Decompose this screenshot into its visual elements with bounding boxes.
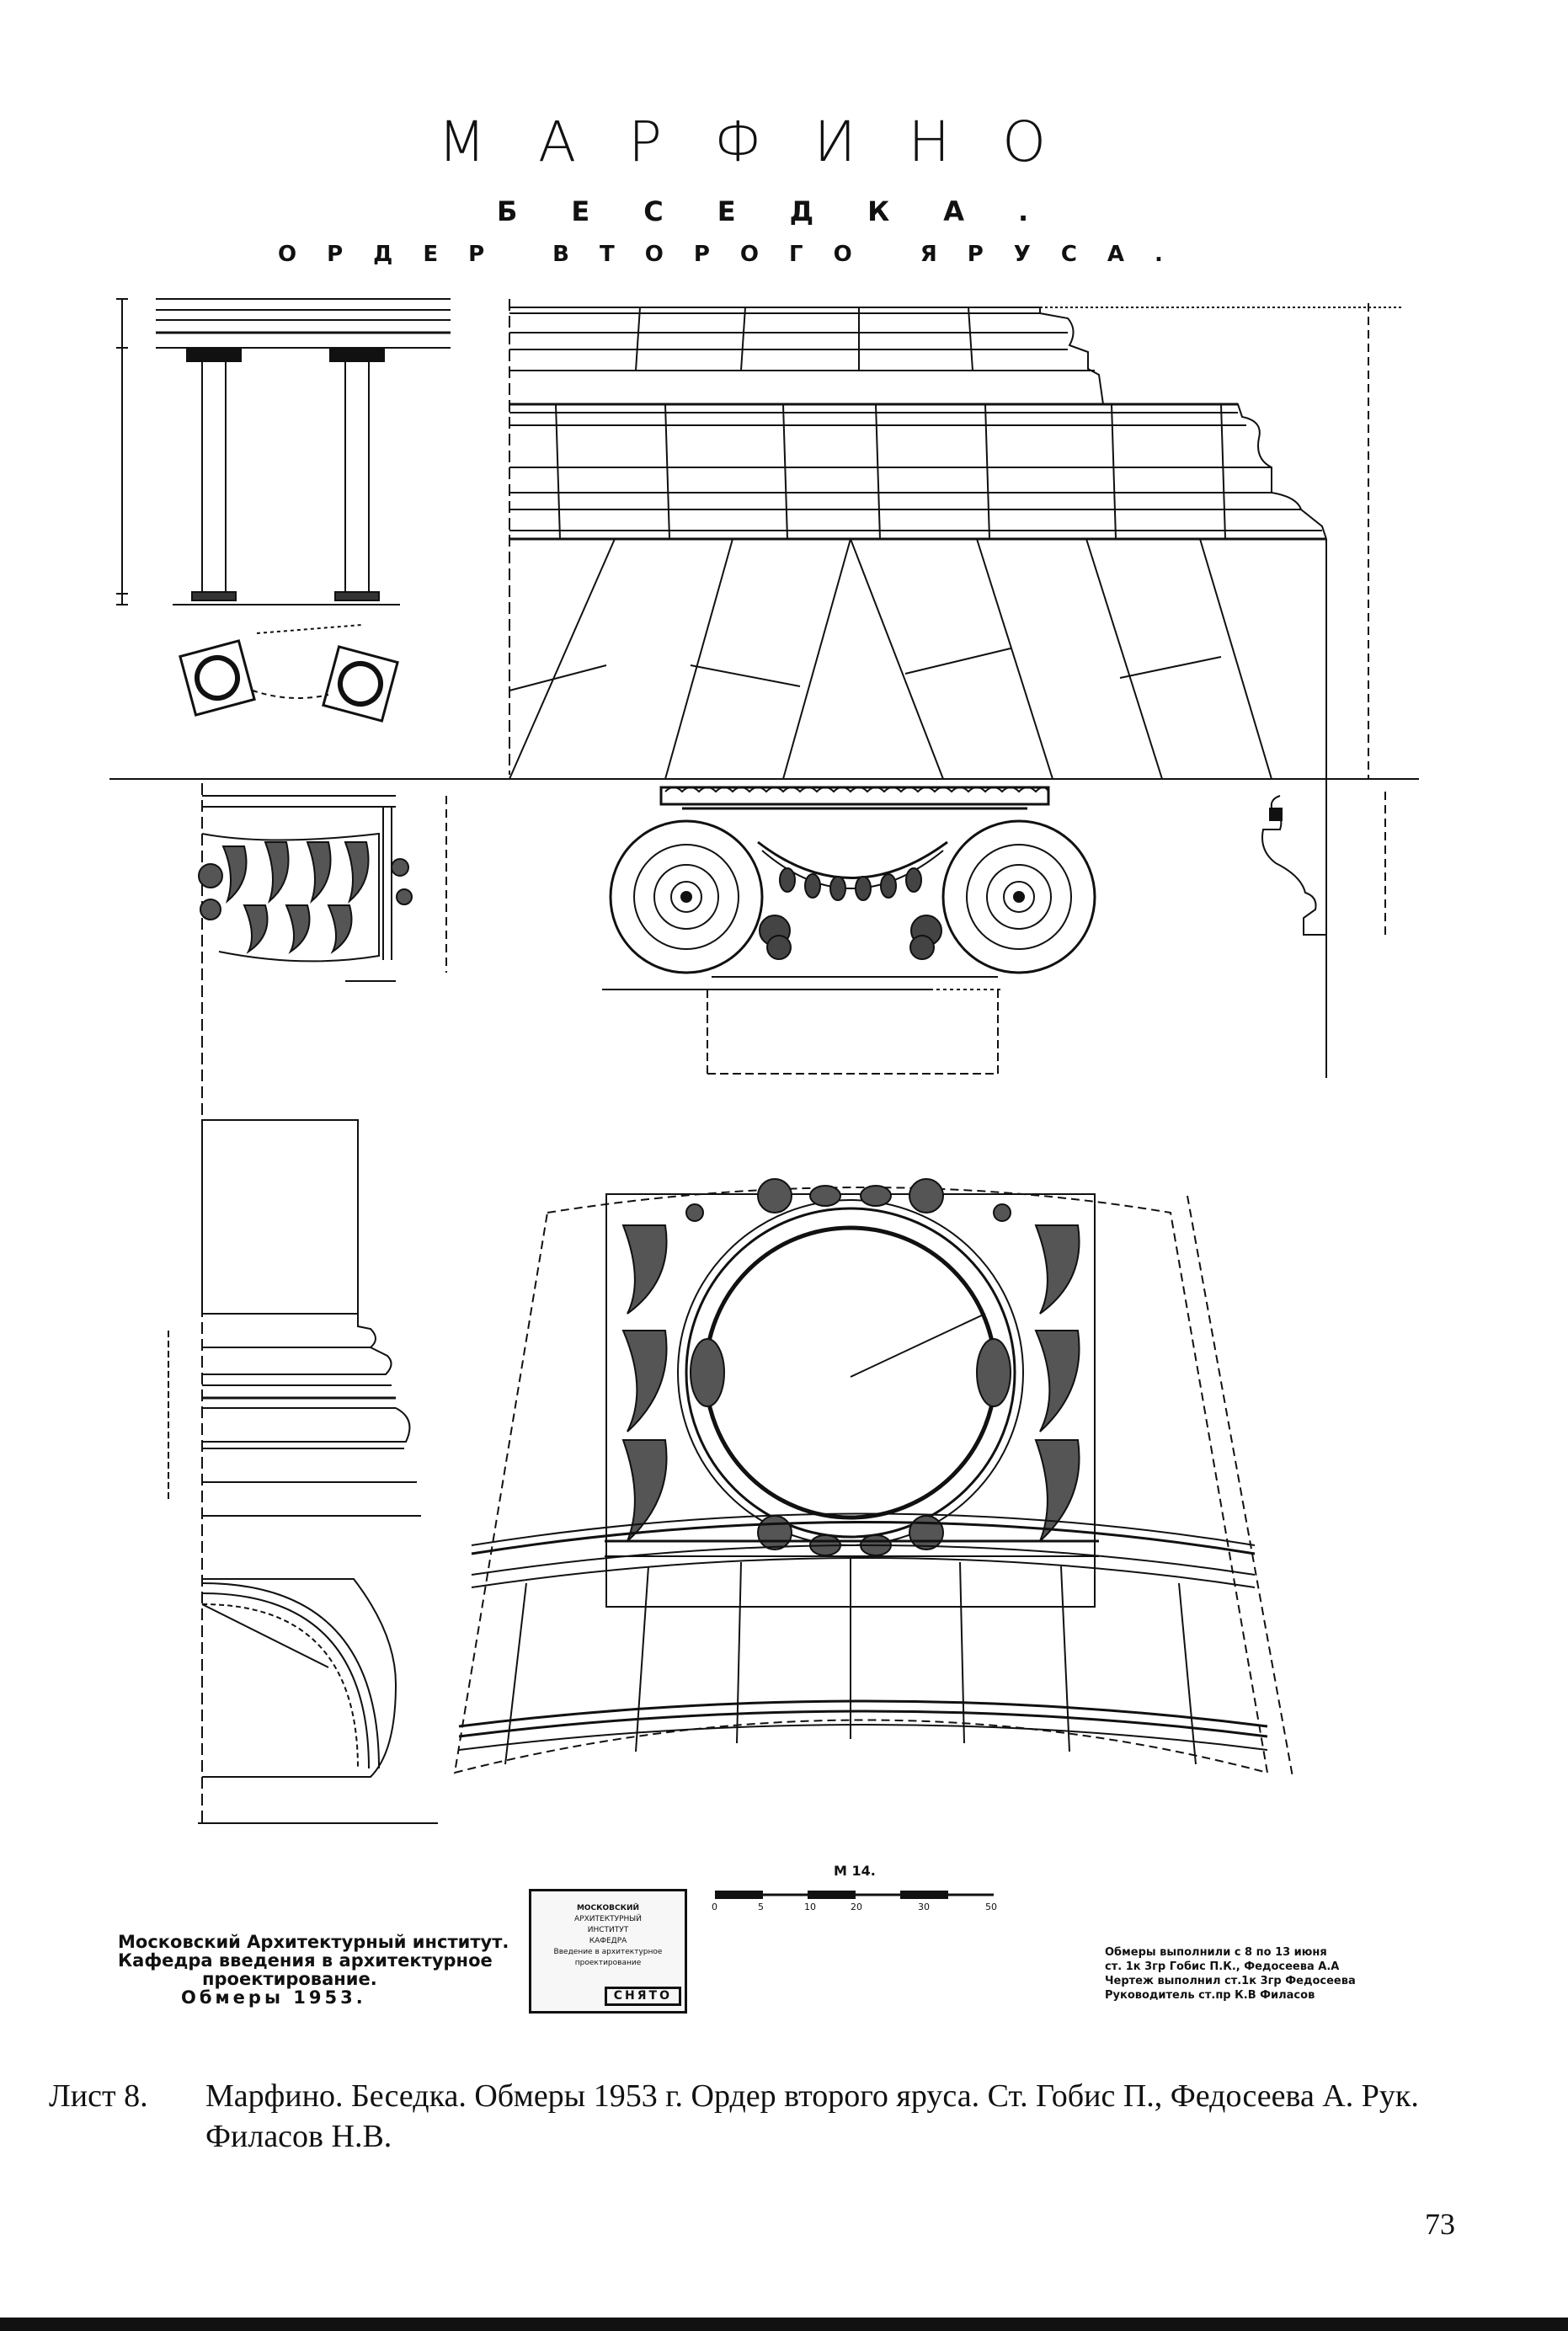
credits-line-3: Чертеж выполнил ст.1к 3гр Федосеева — [1105, 1975, 1356, 1987]
institute-block: Московский Архитектурный институт. Кафед… — [118, 1933, 509, 2007]
scale-tick-4: 30 — [918, 1902, 930, 1912]
institute-line-2: Кафедра введения в архитектурное — [118, 1950, 493, 1971]
sheet-subtitle: БЕСЕДКА. — [497, 195, 1083, 227]
stamp-line-5: Введение в архитектурное проектирование — [553, 1948, 663, 1967]
institute-line-3: проектирование. — [202, 1969, 377, 1989]
stamp-copy-mark: СНЯТО — [604, 1987, 681, 2006]
stamp-line-4: КАФЕДРА — [589, 1937, 627, 1945]
credits-line-4: Руководитель ст.пр К.В Филасов — [1105, 1989, 1315, 2002]
stamp-line-3: ИНСТИТУТ — [587, 1926, 629, 1934]
approval-stamp: МОСКОВСКИЙ АРХИТЕКТУРНЫЙ ИНСТИТУТ КАФЕДР… — [529, 1889, 687, 2014]
scale-tick-5: 50 — [985, 1902, 997, 1912]
stamp-line-1: МОСКОВСКИЙ — [576, 1904, 640, 1912]
scale-tick-0: 0 — [712, 1902, 717, 1912]
scale-tick-1: 5 — [758, 1902, 764, 1912]
institute-line-4: Обмеры 1953. — [181, 1987, 366, 2008]
scan-edge — [0, 2318, 1568, 2331]
credits-line-1: Обмеры выполнили с 8 по 13 июня — [1105, 1946, 1327, 1959]
sheet-title: МАРФИНО — [438, 109, 1099, 174]
credits-block: Обмеры выполнили с 8 по 13 июня ст. 1к 3… — [1105, 1945, 1356, 2003]
scale-label: М 14. — [834, 1863, 876, 1879]
sheet-subtitle-order: ОРДЕР ВТОРОГО ЯРУСА. — [278, 242, 1193, 267]
credits-line-2: ст. 1к 3гр Гобис П.К., Федосеева А.А — [1105, 1960, 1340, 1973]
scale-tick-2: 10 — [804, 1902, 816, 1912]
page-number: 73 — [1425, 2207, 1455, 2241]
institute-line-1: Московский Архитектурный институт. — [118, 1932, 509, 1952]
scale-tick-3: 20 — [851, 1902, 862, 1912]
stamp-line-2: АРХИТЕКТУРНЫЙ — [574, 1915, 642, 1923]
caption-label: Лист 8. — [49, 2078, 148, 2114]
caption-text: Марфино. Беседка. Обмеры 1953 г. Ордер в… — [205, 2078, 1419, 2154]
